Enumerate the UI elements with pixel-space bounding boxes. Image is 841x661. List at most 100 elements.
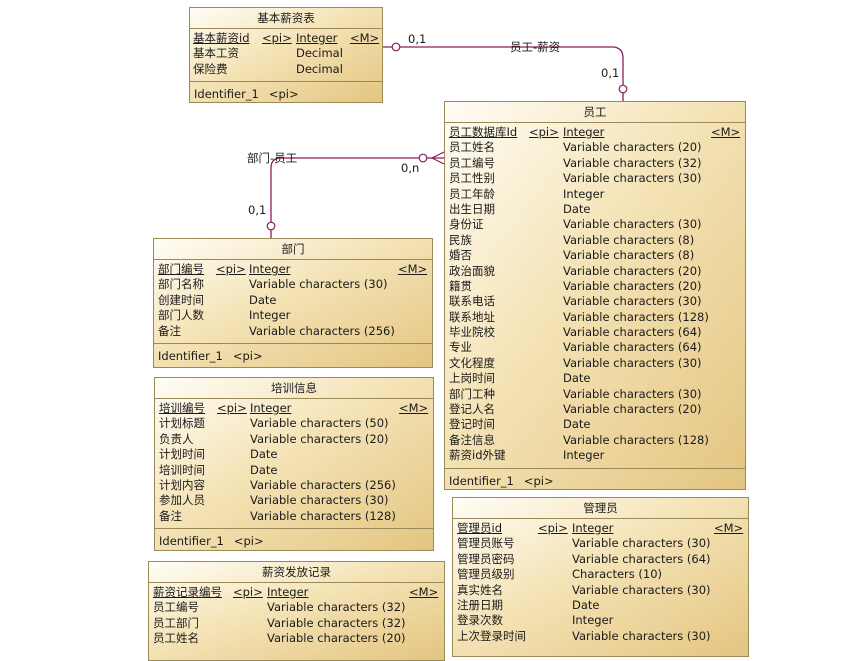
attribute-name: 薪资id外键	[449, 448, 506, 463]
attribute-name: 员工数据库Id	[449, 125, 518, 139]
attribute-name: 员工姓名	[153, 631, 199, 646]
attribute-type: Variable characters (128)	[563, 432, 709, 447]
attribute-type: Characters (10)	[572, 567, 663, 582]
attribute-name: 身份证	[449, 217, 484, 232]
attribute-type: Variable characters (30)	[563, 386, 702, 401]
identifier-name: Identifier_1	[194, 87, 259, 102]
attribute-name: 保险费	[193, 61, 228, 76]
attribute-row: 计划内容 Variable characters (256)	[155, 478, 433, 493]
attribute-type: Date	[563, 201, 591, 216]
relationship-label: 员工-薪资	[510, 40, 561, 54]
primary-identifier-tag: <pi>	[217, 401, 247, 415]
attribute-name: 登录次数	[457, 613, 503, 628]
attribute-name: 民族	[449, 232, 472, 247]
primary-identifier-tag: <pi>	[538, 521, 568, 535]
link-salary-employee[interactable]	[383, 46, 624, 101]
optional-marker-employee	[618, 84, 628, 94]
attribute-name: 部门工种	[449, 386, 495, 401]
attribute-type: Variable characters (30)	[572, 582, 711, 597]
attribute-name: 上次登录时间	[457, 628, 526, 643]
attribute-name: 基本薪资id	[193, 31, 250, 45]
entity-title: 培训信息	[155, 378, 433, 399]
attribute-name: 婚否	[449, 248, 472, 263]
identifier-pi-tag: <pi>	[523, 473, 554, 488]
attribute-type: Variable characters (64)	[572, 551, 711, 566]
attribute-name: 备注	[158, 323, 181, 338]
mandatory-tag: <M>	[398, 262, 428, 276]
attribute-type: Integer	[572, 521, 614, 535]
attribute-type: Variable characters (20)	[563, 263, 702, 278]
entity-title: 薪资发放记录	[149, 562, 444, 583]
attribute-type: Variable characters (32)	[267, 600, 406, 615]
attribute-name: 专业	[449, 340, 472, 355]
attribute-row: 备注信息 Variable characters (128)	[445, 433, 745, 448]
attribute-type: Date	[250, 447, 278, 462]
attribute-type: Variable characters (30)	[572, 628, 711, 643]
attribute-row: 管理员级别 Characters (10)	[453, 567, 748, 582]
attribute-type: Variable characters (64)	[563, 325, 702, 340]
identifier: Identifier_1<pi>	[154, 344, 432, 364]
primary-key-row: 管理员id<pi>Integer<M>	[453, 521, 748, 536]
attribute-name: 员工部门	[153, 615, 199, 630]
primary-key-row: 部门编号<pi>Integer<M>	[154, 262, 432, 277]
attribute-type: Integer	[563, 125, 605, 139]
mandatory-tag: <M>	[399, 401, 429, 415]
attribute-name: 计划内容	[159, 477, 205, 492]
identifier: Identifier_1<pi>	[155, 529, 433, 549]
attribute-name: 员工性别	[449, 171, 495, 186]
entity-title: 部门	[154, 239, 432, 260]
attribute-name: 备注信息	[449, 432, 495, 447]
primary-key-row: 薪资记录编号<pi>Integer<M>	[149, 585, 444, 600]
attribute-name: 籍贯	[449, 278, 472, 293]
attribute-type: Variable characters (128)	[250, 508, 396, 523]
attribute-type: Variable characters (256)	[249, 323, 395, 338]
primary-identifier-tag: <pi>	[529, 125, 559, 139]
entity-title: 基本薪资表	[190, 8, 382, 29]
attribute-type: Variable characters (256)	[250, 477, 396, 492]
link-department-employee[interactable]	[270, 157, 444, 238]
attribute-type: Variable characters (30)	[563, 171, 702, 186]
primary-identifier-tag: <pi>	[262, 31, 292, 45]
attribute-name: 部门人数	[158, 308, 204, 323]
attribute-row: 上次登录时间 Variable characters (30)	[453, 629, 748, 644]
attribute-name: 文化程度	[449, 355, 495, 370]
attribute-type: Variable characters (20)	[563, 140, 702, 155]
optional-marker-salary	[391, 42, 401, 52]
attribute-type: Integer	[563, 186, 605, 201]
crowfoot-upper	[431, 151, 445, 159]
attribute-name: 创建时间	[158, 292, 204, 307]
attribute-row: 备注 Variable characters (128)	[155, 509, 433, 524]
attribute-type: Variable characters (32)	[563, 155, 702, 170]
attribute-name: 备注	[159, 508, 182, 523]
cardinality-label: 0,n	[401, 161, 420, 175]
primary-key-row: 员工数据库Id<pi>Integer<M>	[445, 125, 745, 140]
attribute-type: Date	[249, 292, 277, 307]
attribute-name: 联系电话	[449, 294, 495, 309]
attribute-name: 管理员级别	[457, 567, 515, 582]
